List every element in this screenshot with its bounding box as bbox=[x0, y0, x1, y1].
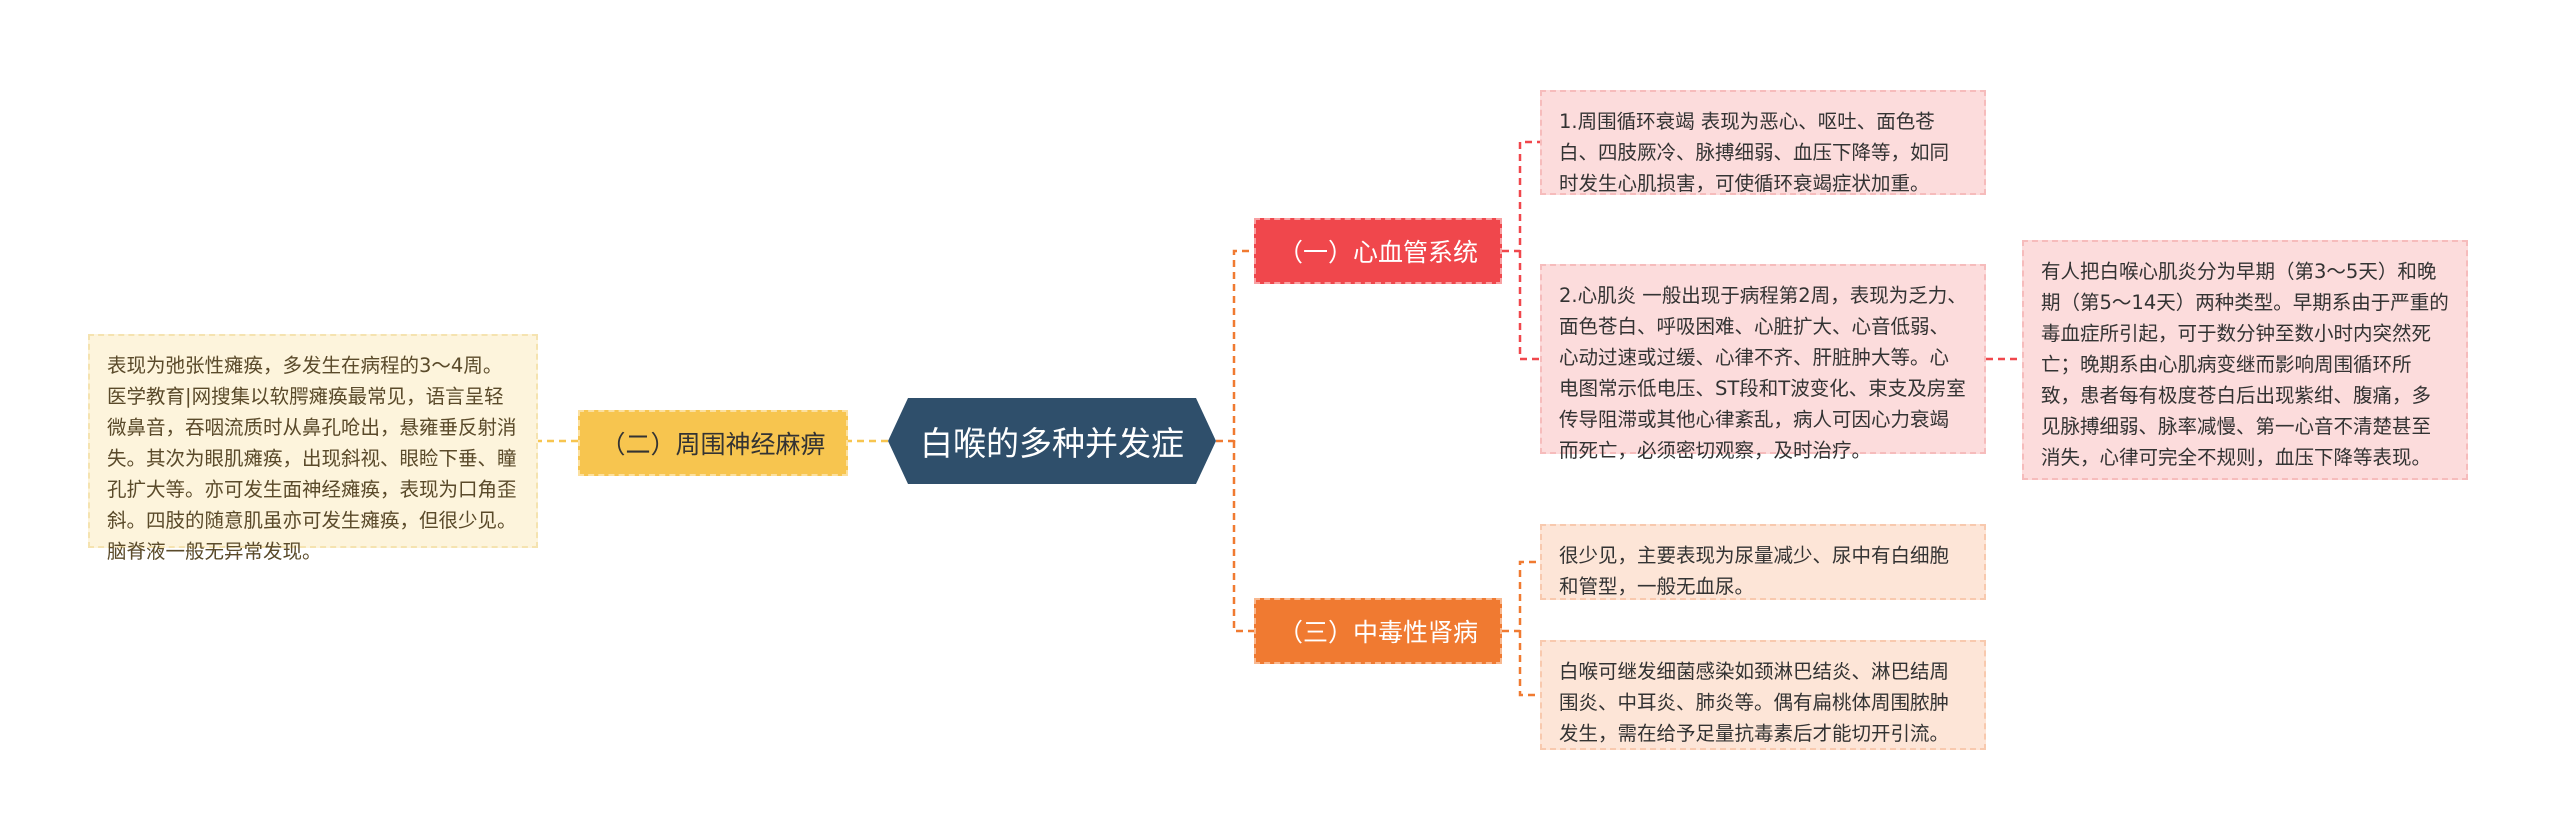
leaf-paralysis-details[interactable]: 表现为弛张性瘫痪，多发生在病程的3～4周。医学教育|网搜集以软腭瘫痪最常见，语言… bbox=[88, 334, 538, 563]
link-root-kidney bbox=[1232, 441, 1254, 633]
leaf-secondary-infection[interactable]: 白喉可继发细菌感染如颈淋巴结炎、淋巴结周围炎、中耳炎、肺炎等。偶有扁桃体周围脓肿… bbox=[1540, 640, 1986, 750]
leaf-myocarditis[interactable]: 2.心肌炎 一般出现于病程第2周，表现为乏力、面色苍白、呼吸困难、心脏扩大、心音… bbox=[1540, 264, 1986, 462]
leaf-kidney-symptoms[interactable]: 很少见，主要表现为尿量减少、尿中有白细胞和管型，一般无血尿。 bbox=[1540, 524, 1986, 600]
branch-toxic-nephropathy[interactable]: （三）中毒性肾病 bbox=[1254, 598, 1502, 664]
leaf-circulatory-failure[interactable]: 1.周围循环衰竭 表现为恶心、呕吐、面色苍白、四肢厥冷、脉搏细弱、血压下降等，如… bbox=[1540, 90, 1986, 195]
link-root-cardio bbox=[1216, 249, 1254, 443]
central-topic-label: 白喉的多种并发症 bbox=[920, 424, 1184, 463]
central-topic[interactable]: 白喉的多种并发症 bbox=[888, 398, 1216, 484]
branch-cardiovascular[interactable]: （一）心血管系统 bbox=[1254, 218, 1502, 284]
branch-toxic-nephropathy-label: （三）中毒性肾病 bbox=[1277, 618, 1478, 647]
link-cardio-leaves bbox=[1502, 140, 1540, 361]
branch-peripheral-nerve[interactable]: （二）周围神经麻痹 bbox=[578, 410, 848, 476]
leaf-myocarditis-types[interactable]: 有人把白喉心肌炎分为早期（第3～5天）和晚期（第5～14天）两种类型。早期系由于… bbox=[2022, 240, 2468, 480]
link-kidney-leaves bbox=[1502, 560, 1540, 697]
branch-cardiovascular-label: （一）心血管系统 bbox=[1277, 238, 1478, 267]
branch-peripheral-nerve-label: （二）周围神经麻痹 bbox=[600, 430, 826, 459]
